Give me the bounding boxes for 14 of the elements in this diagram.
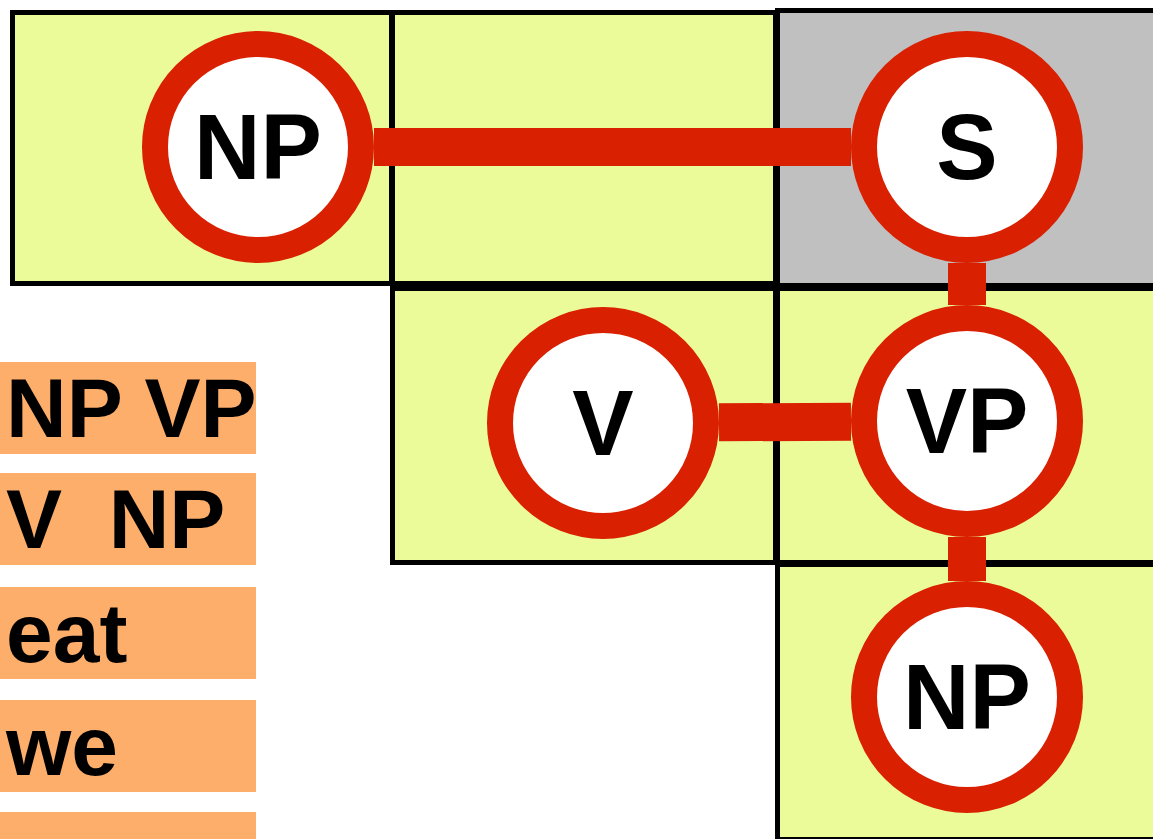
connector-line [374, 128, 851, 166]
connector-line [718, 402, 852, 442]
rule-label: we [0, 700, 256, 792]
category-label: NP [194, 101, 322, 193]
category-label: V [572, 377, 634, 469]
connector-line [948, 263, 986, 305]
rule-label: V NP [0, 473, 256, 565]
rule-label: NP VP [0, 362, 256, 454]
rule-label: eat [0, 587, 256, 679]
label-band [0, 812, 256, 839]
category-label: VP [905, 375, 1029, 467]
category-label: NP [903, 651, 1031, 743]
category-label: S [936, 101, 998, 193]
connector-line [948, 537, 986, 581]
